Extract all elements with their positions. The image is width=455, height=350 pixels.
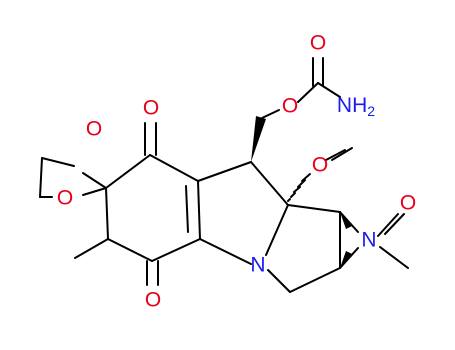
hashed-bond-methoxy — [287, 173, 311, 202]
bond — [379, 246, 409, 269]
bond — [331, 147, 353, 161]
bond-lines — [39, 57, 409, 293]
bond — [105, 187, 109, 240]
atom-label-oxygen: O — [57, 187, 73, 210]
bond — [74, 238, 109, 259]
hash-line — [297, 179, 306, 188]
bond — [325, 149, 346, 161]
hash-line — [293, 186, 301, 193]
atom-label-nitrogen: N — [250, 254, 265, 277]
atom-label-oxygen: O — [282, 95, 298, 118]
wedge-bond — [340, 212, 352, 229]
hash-line — [287, 198, 291, 202]
bond — [82, 172, 107, 189]
bond — [287, 204, 341, 213]
atom-label-oxygen: O — [400, 192, 416, 215]
wedge-bond — [340, 251, 352, 268]
nh-text: NH — [337, 94, 367, 117]
bond — [151, 238, 201, 262]
bond — [377, 213, 399, 237]
bond — [317, 82, 341, 98]
bond — [261, 109, 280, 119]
bond — [289, 267, 341, 293]
bond — [105, 154, 151, 189]
bond — [250, 161, 289, 206]
bond — [107, 238, 153, 262]
bond — [82, 187, 107, 196]
bond — [197, 161, 252, 182]
bond — [339, 247, 359, 269]
atom-label-oxygen: O — [310, 32, 326, 55]
atom-label-oxygen: O — [86, 118, 102, 141]
bond — [384, 213, 405, 235]
bond — [297, 82, 319, 103]
bond — [41, 157, 75, 167]
atom-label-oxygen: O — [312, 154, 328, 177]
atom-label-oxygen: O — [143, 97, 159, 120]
bond — [267, 269, 291, 293]
bond — [185, 185, 189, 233]
bond — [265, 204, 289, 256]
subscript-two: 2 — [367, 103, 375, 119]
hash-line — [290, 192, 296, 198]
atom-label-oxygen: O — [145, 289, 161, 312]
hash-line — [301, 173, 311, 182]
bond — [149, 154, 199, 182]
bond — [197, 180, 201, 240]
atom-label-nitrogen: N — [361, 229, 376, 252]
wedge-bond — [251, 116, 266, 162]
bond — [339, 211, 359, 233]
atom-labels: O O O O O O NH2 O N N O — [57, 32, 416, 312]
bond — [39, 157, 43, 198]
atom-label-nitrogen: NH2 — [337, 94, 375, 120]
bond — [199, 238, 252, 265]
